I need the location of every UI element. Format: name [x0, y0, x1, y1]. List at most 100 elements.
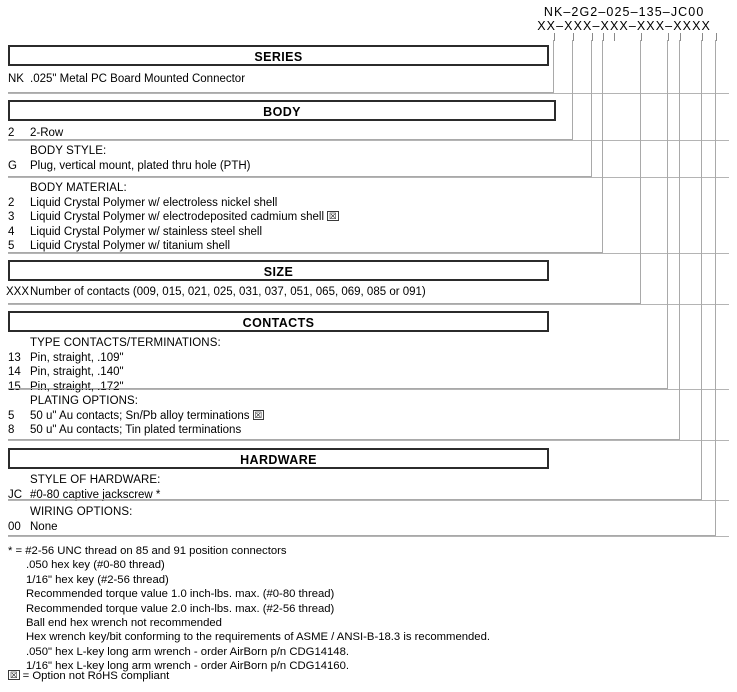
section-title-body: BODY	[8, 100, 556, 121]
option-group-heading: TYPE CONTACTS/TERMINATIONS:	[30, 337, 221, 349]
leader-tick	[614, 33, 615, 41]
option-code: G	[8, 159, 17, 172]
leader-tick	[716, 33, 717, 41]
section-title-hardware: HARDWARE	[8, 448, 549, 469]
section-divider	[8, 389, 729, 390]
option-code: 14	[8, 366, 21, 379]
section-title-series: SERIES	[8, 45, 549, 66]
section-divider	[8, 304, 729, 305]
option-group-heading: BODY MATERIAL:	[30, 182, 127, 194]
section-divider	[8, 536, 729, 537]
option-code: NK	[8, 73, 24, 85]
option-code: 5	[8, 240, 15, 253]
section-divider	[8, 177, 729, 178]
option-row: 2 Liquid Crystal Polymer w/ electroless n…	[0, 196, 339, 211]
option-code: XXX	[6, 286, 30, 298]
leader-tick	[702, 33, 703, 41]
leader-tick	[603, 33, 604, 41]
option-description: Liquid Crystal Polymer w/ electroless ni…	[30, 196, 278, 209]
footnote-line: 1/16" hex L-key long arm wrench - order …	[26, 660, 349, 673]
option-group: BODY STYLE: G Plug, vertical mount, plated…	[0, 144, 251, 173]
footnote-line: Ball end hex wrench not recommended	[26, 617, 222, 630]
option-code: 5	[8, 409, 15, 422]
option-group: STYLE OF HARDWARE: JC #0-80 captive jacksc…	[0, 473, 160, 502]
option-code: 2	[8, 127, 15, 139]
option-code: 15	[8, 380, 21, 393]
not-rohs-compliant-icon: ☒	[252, 409, 265, 420]
option-row: NK .025" Metal PC Board Mounted Connector	[0, 72, 245, 87]
section-divider	[8, 253, 729, 254]
part-number-header: NK–2G2–025–135–JC00 XX–XXX–XXX–XXX–XXXX	[537, 5, 711, 33]
option-row: 8 50 u" Au contacts; Tin plated terminati…	[0, 423, 264, 438]
option-row: 13 Pin, straight, .109"	[0, 351, 221, 366]
footnote-line: 1/16" hex key (#2-56 thread)	[26, 573, 169, 586]
footnote-line: .050 hex key (#0-80 thread)	[26, 559, 165, 572]
section-divider	[8, 500, 729, 501]
not-rohs-compliant-icon: ☒	[327, 211, 339, 222]
option-code: 2	[8, 196, 15, 209]
option-group-heading: STYLE OF HARDWARE:	[30, 474, 161, 486]
option-group: NK .025" Metal PC Board Mounted Connector	[0, 72, 245, 87]
not-rohs-compliant-icon: ☒	[8, 670, 20, 680]
option-description: 50 u" Au contacts; Sn/Pb alloy terminati…	[30, 409, 250, 422]
option-group: PLATING OPTIONS: 5 50 u" Au contacts; Sn/P…	[0, 394, 265, 438]
option-description: Number of contacts (009, 015, 021, 025, …	[30, 286, 426, 298]
option-row: 15 Pin, straight, .172"	[0, 380, 221, 395]
option-row: 5 Liquid Crystal Polymer w/ titanium shel…	[0, 239, 339, 254]
option-description: #0-80 captive jackscrew *	[30, 488, 161, 501]
leader-tick	[573, 33, 574, 41]
option-group-heading: PLATING OPTIONS:	[30, 395, 139, 407]
leader-tick	[680, 33, 681, 41]
option-description: Pin, straight, .172"	[30, 380, 124, 393]
option-description: Pin, straight, .109"	[30, 351, 124, 364]
option-description: 50 u" Au contacts; Tin plated terminatio…	[30, 424, 242, 437]
option-description: Liquid Crystal Polymer w/ electrodeposit…	[30, 211, 325, 224]
option-code: 4	[8, 225, 15, 238]
option-code: 13	[8, 351, 21, 364]
footnote-line: .050" hex L-key long arm wrench - order …	[26, 645, 349, 658]
option-row: 14 Pin, straight, .140"	[0, 365, 221, 380]
footnote-line: Recommended torque value 1.0 inch-lbs. m…	[26, 588, 335, 601]
leader-tick	[554, 33, 555, 41]
option-row: 2 2-Row	[0, 126, 63, 141]
part-number-mask: XX–XXX–XXX–XXX–XXXX	[537, 18, 711, 33]
option-row: 5 50 u" Au contacts; Sn/Pb alloy terminat…	[0, 409, 265, 424]
option-row: JC #0-80 captive jackscrew *	[0, 488, 160, 503]
footnotes-block: * = #2-56 UNC thread on 85 and 91 positi…	[8, 544, 490, 674]
option-group-heading: WIRING OPTIONS:	[30, 506, 133, 518]
option-description: Liquid Crystal Polymer w/ titanium shell	[30, 240, 231, 253]
section-divider	[8, 440, 729, 441]
option-description: None	[30, 520, 58, 533]
option-description: 2-Row	[30, 127, 64, 139]
option-group: WIRING OPTIONS: 00 None	[0, 505, 132, 534]
leader-tick	[592, 33, 593, 41]
option-code: 8	[8, 424, 15, 437]
option-description: .025" Metal PC Board Mounted Connector	[30, 73, 246, 85]
leader-tick	[668, 33, 669, 41]
option-description: Pin, straight, .140"	[30, 366, 124, 379]
footnote-line: Recommended torque value 2.0 inch-lbs. m…	[26, 602, 335, 615]
option-code: JC	[8, 488, 23, 501]
option-description: Plug, vertical mount, plated thru hole (…	[30, 159, 251, 172]
option-code: 00	[8, 520, 21, 533]
section-divider	[8, 93, 729, 94]
option-row: G Plug, vertical mount, plated thru hole …	[0, 159, 251, 174]
leader-tick	[641, 33, 642, 41]
option-group-heading: BODY STYLE:	[30, 145, 107, 157]
option-row: 3 Liquid Crystal Polymer w/ electrodeposi…	[0, 210, 339, 225]
section-title-size: SIZE	[8, 260, 549, 281]
part-number-example: NK–2G2–025–135–JC00	[543, 5, 705, 19]
option-code: 3	[8, 211, 15, 224]
option-group: 2 2-Row	[0, 126, 63, 141]
option-row: 00 None	[0, 520, 132, 535]
option-description: Liquid Crystal Polymer w/ stainless stee…	[30, 225, 263, 238]
rohs-legend-text: = Option not RoHS compliant	[22, 670, 170, 682]
option-row: 4 Liquid Crystal Polymer w/ stainless ste…	[0, 225, 339, 240]
rohs-legend: ☒= Option not RoHS compliant	[8, 669, 169, 683]
footnote-line: Hex wrench key/bit conforming to the req…	[26, 631, 491, 644]
